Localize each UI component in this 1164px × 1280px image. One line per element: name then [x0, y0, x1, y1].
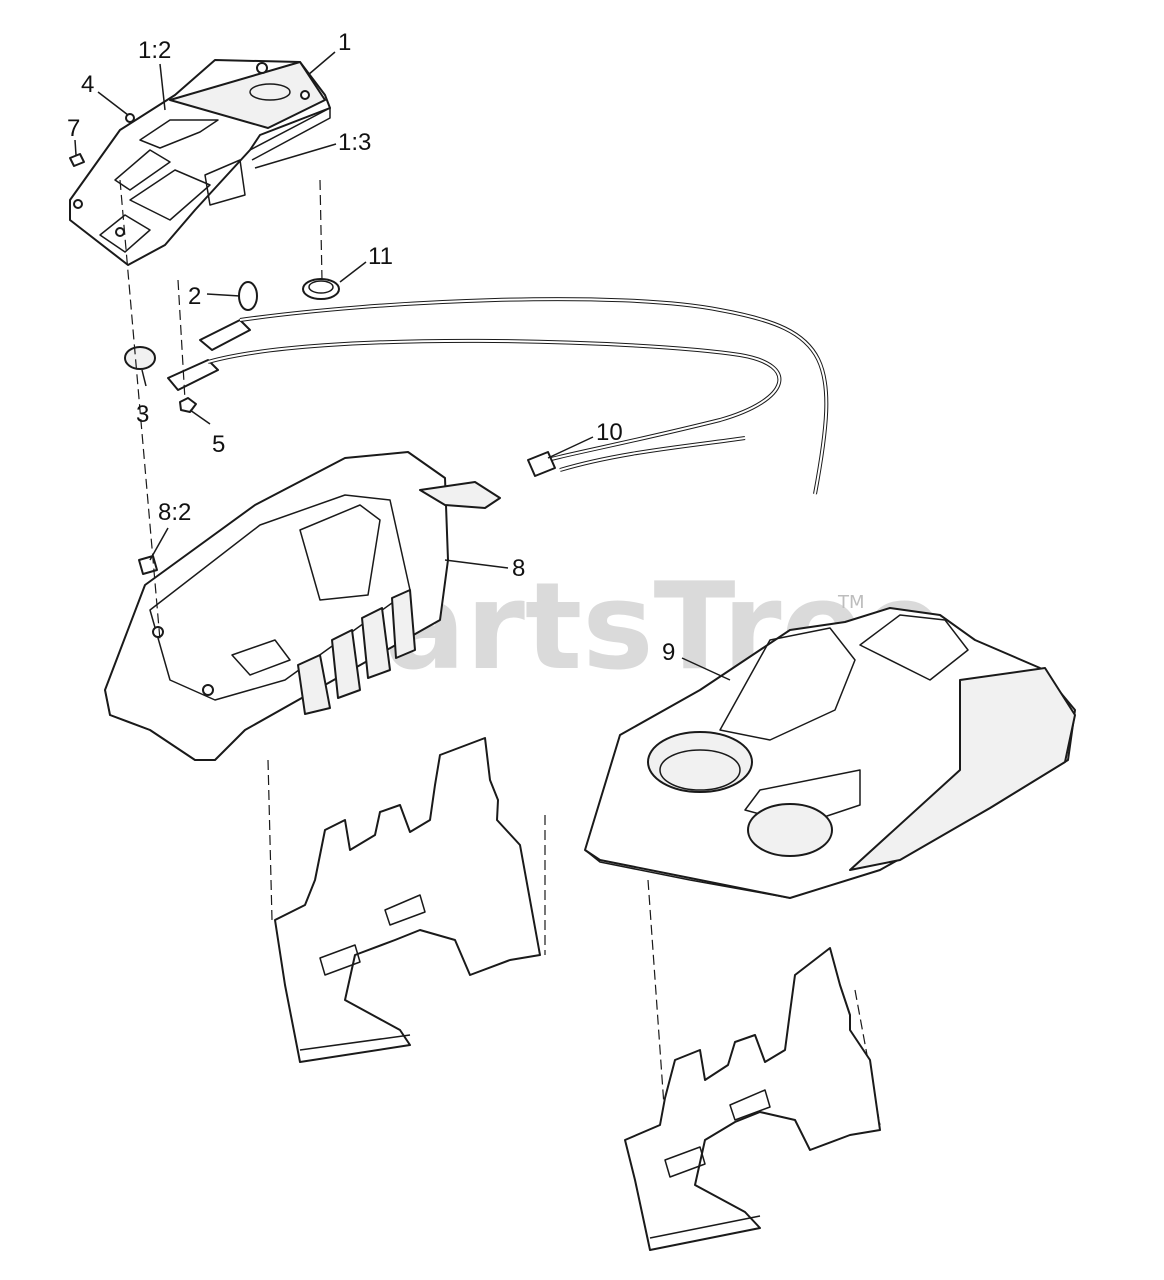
callout-11: 11: [368, 243, 393, 270]
bolt-part[interactable]: [69, 153, 85, 167]
left-baffle-plate-part[interactable]: [274, 737, 541, 1063]
cable-part[interactable]: [207, 297, 829, 495]
callout-4: 4: [81, 71, 94, 98]
grommet-part[interactable]: [302, 278, 340, 300]
choke-control-part[interactable]: [124, 346, 219, 391]
callout-1: 1: [338, 29, 351, 56]
callout-1-3: 1:3: [338, 129, 371, 156]
callout-1-2: 1:2: [138, 37, 171, 64]
console-housing-part[interactable]: [104, 451, 501, 761]
screw-part[interactable]: [125, 113, 135, 123]
callout-2: 2: [188, 283, 201, 310]
callout-10: 10: [596, 419, 623, 446]
callout-7: 7: [67, 115, 80, 142]
watermark-trademark: TM: [837, 592, 865, 613]
alternate-console-housing-part[interactable]: [584, 607, 1076, 899]
callout-8: 8: [512, 555, 525, 582]
callout-9: 9: [662, 639, 675, 666]
callout-5: 5: [212, 431, 225, 458]
right-baffle-plate-part[interactable]: [624, 947, 881, 1251]
nut-part[interactable]: [179, 397, 197, 413]
throttle-control-part[interactable]: [199, 281, 258, 351]
control-panel-part[interactable]: [69, 59, 331, 266]
callout-8-2: 8:2: [158, 499, 191, 526]
callout-3: 3: [136, 401, 149, 428]
